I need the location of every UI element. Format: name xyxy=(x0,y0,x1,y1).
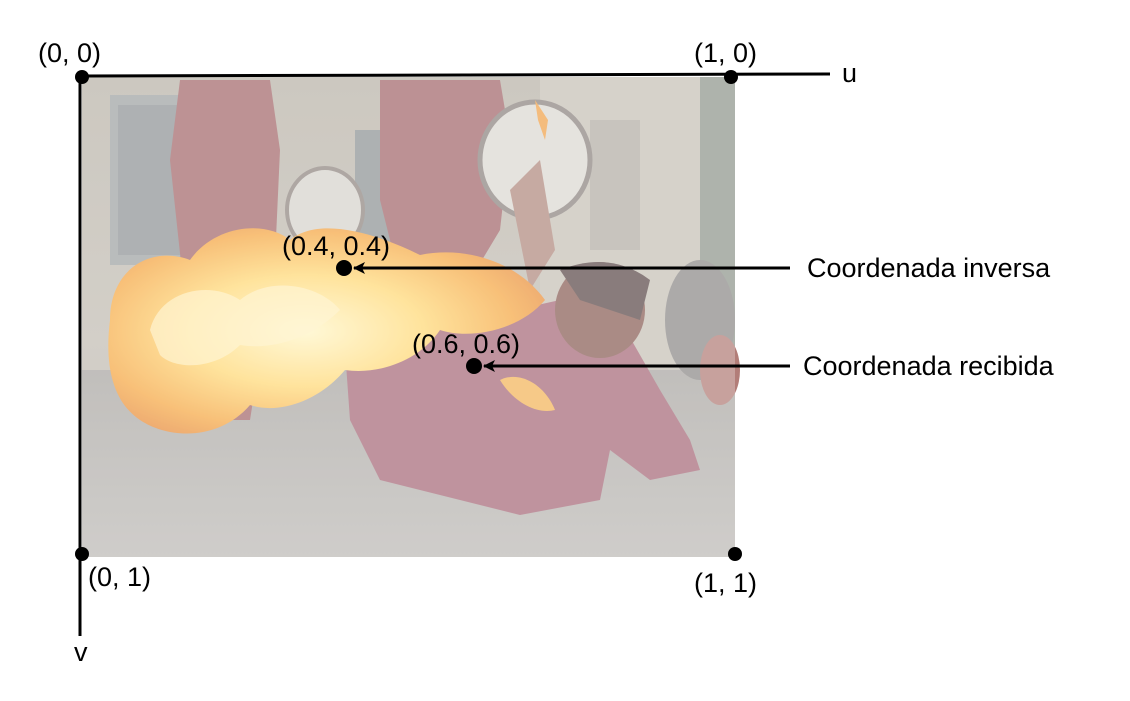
background-photo xyxy=(82,77,740,557)
v-axis-label: v xyxy=(74,637,88,667)
inverse-annotation: Coordenada inversa xyxy=(807,253,1051,283)
corner-label-bottom-left: (0, 1) xyxy=(88,562,151,592)
corner-label-top-right: (1, 0) xyxy=(694,38,757,68)
u-axis-line xyxy=(81,72,831,78)
corner-dot-top-left xyxy=(75,70,89,84)
corner-label-top-left: (0, 0) xyxy=(38,38,101,68)
corner-dot-top-right xyxy=(724,70,738,84)
corner-dot-bottom-right xyxy=(728,547,742,561)
received-point-label: (0.6, 0.6) xyxy=(412,329,520,359)
inverse-point xyxy=(336,260,352,276)
inverse-point-label: (0.4, 0.4) xyxy=(282,231,390,261)
u-axis-label: u xyxy=(842,58,857,88)
received-point xyxy=(466,358,482,374)
corner-label-bottom-right: (1, 1) xyxy=(694,568,757,598)
corner-dot-bottom-left xyxy=(75,547,89,561)
received-annotation: Coordenada recibida xyxy=(803,351,1055,381)
